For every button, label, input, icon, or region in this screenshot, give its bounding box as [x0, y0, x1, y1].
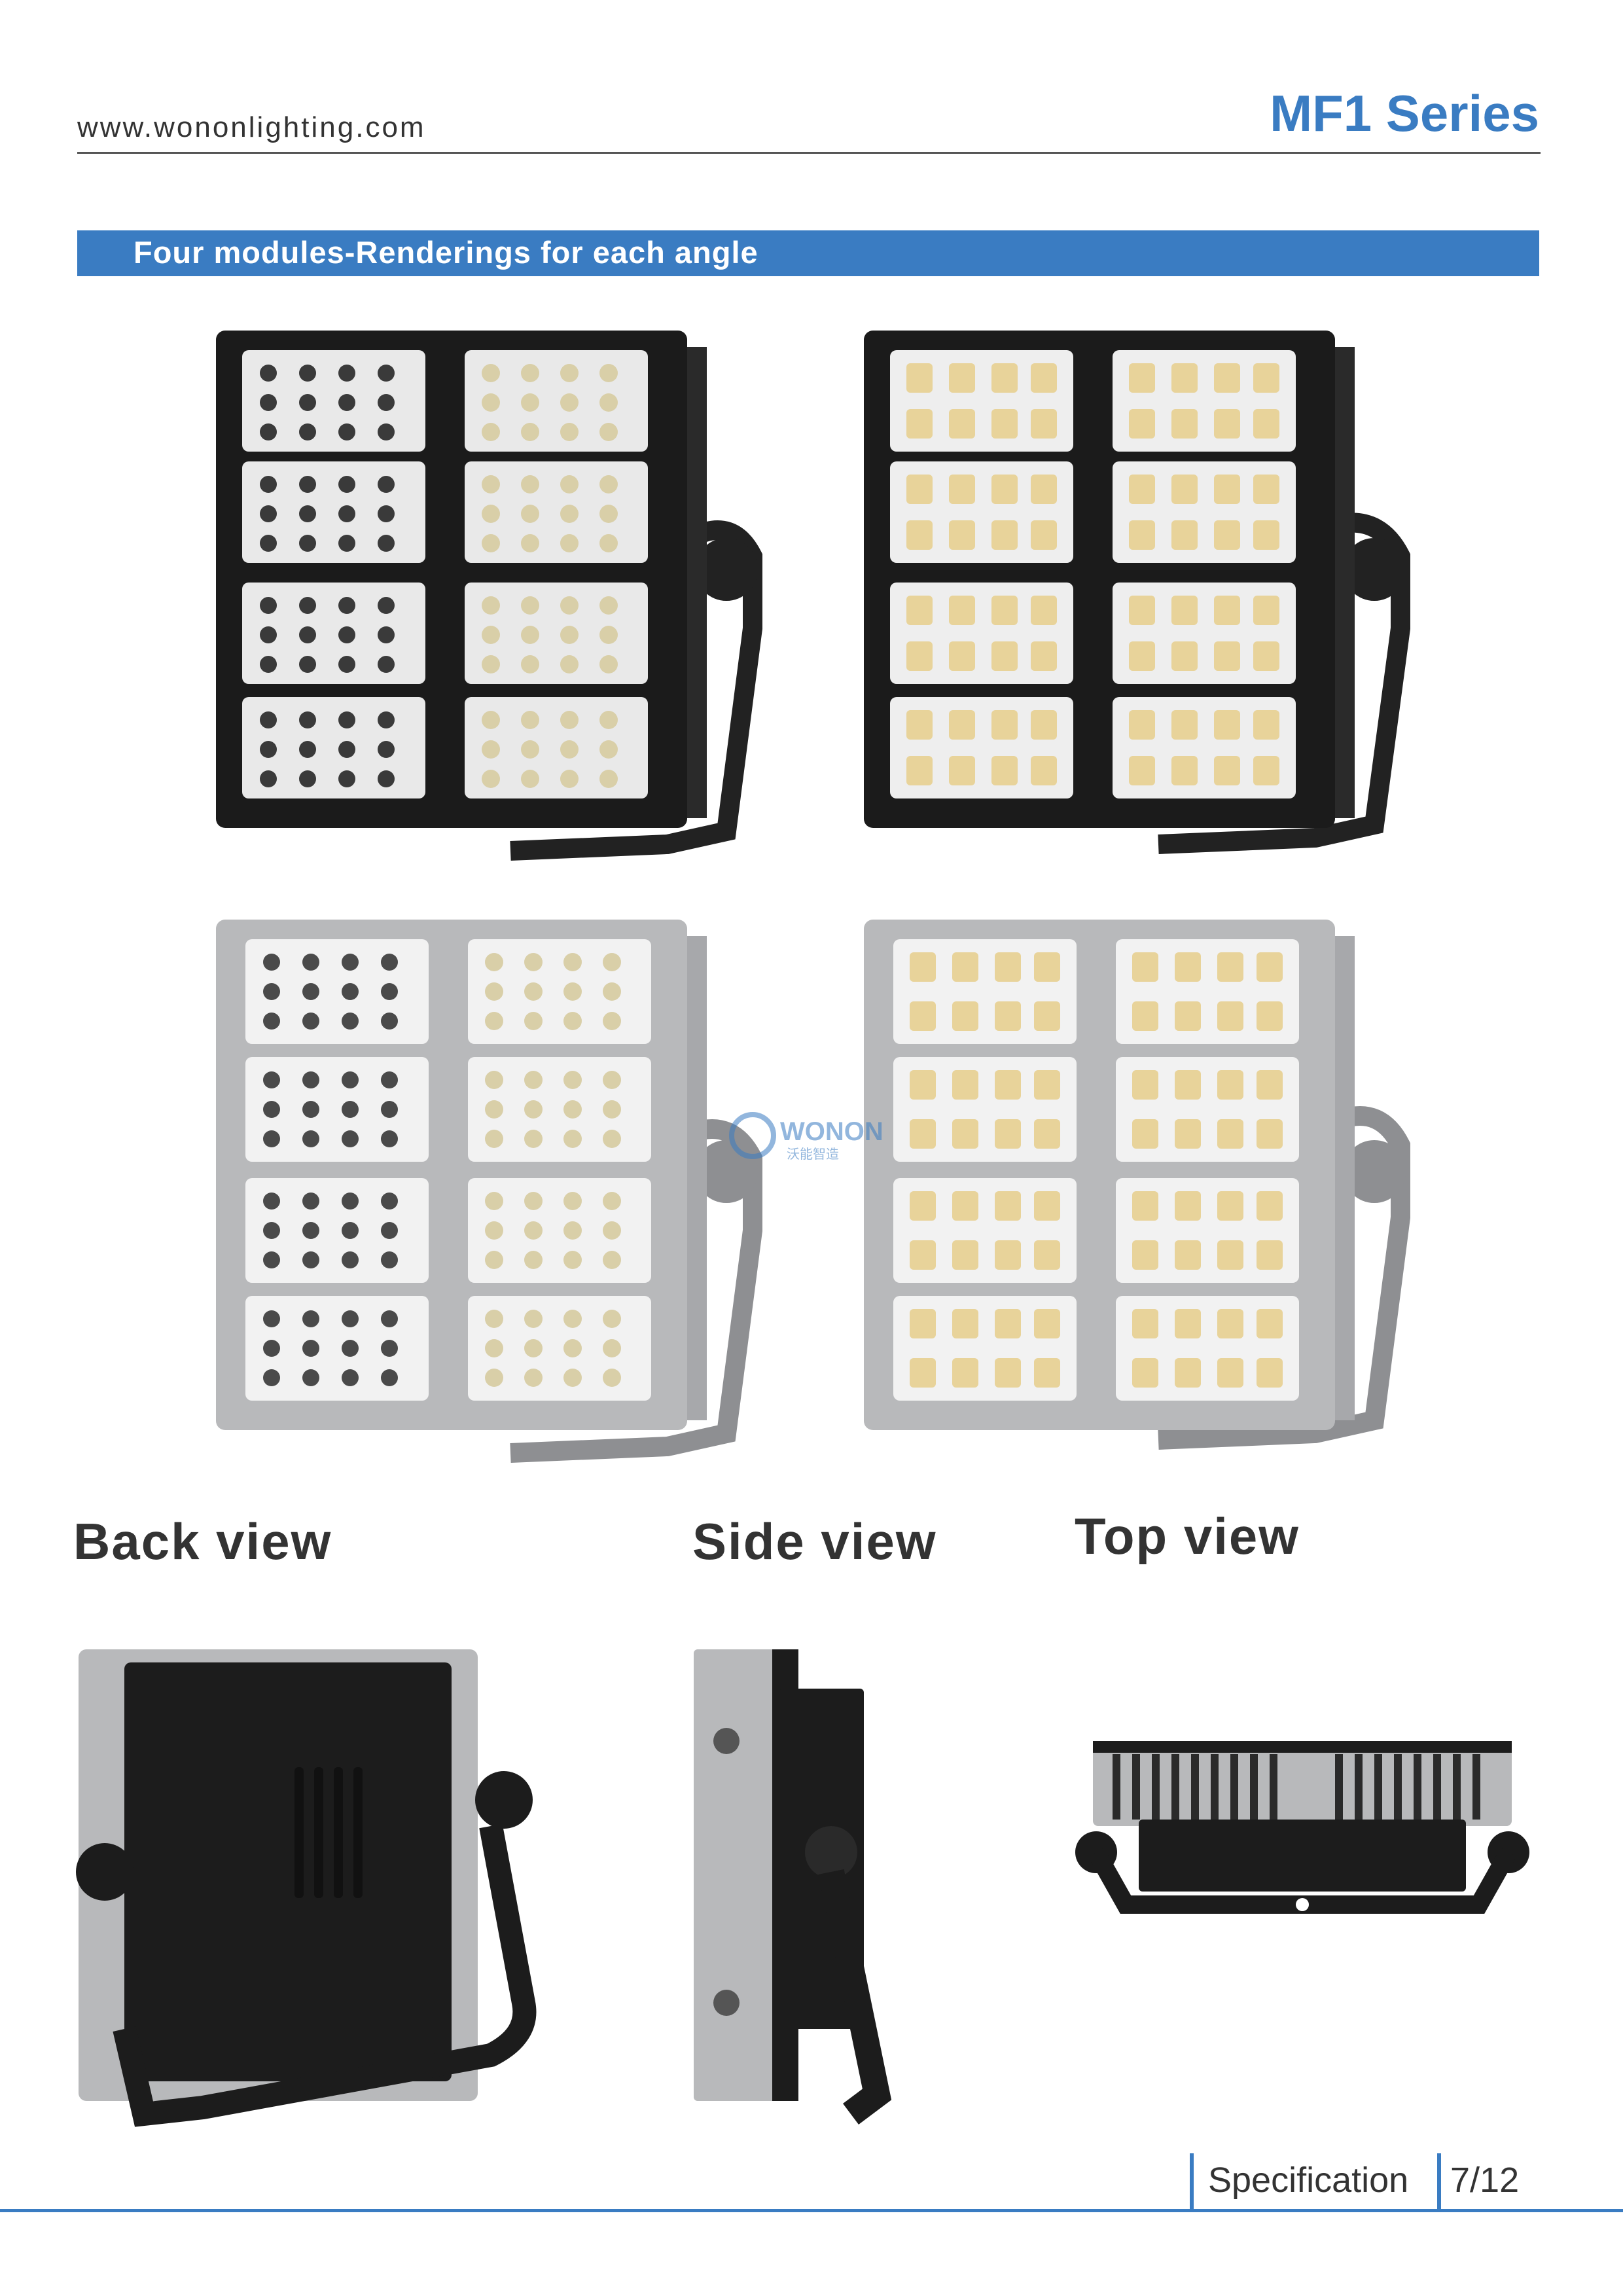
render-side-view: [694, 1649, 892, 2125]
series-title: MF1 Series: [1270, 84, 1539, 142]
wonon-watermark-logo: WONON 沃能智造: [729, 1112, 883, 1162]
back-view-label: Back view: [73, 1513, 332, 1570]
footer-separator-left: [1190, 2153, 1194, 2212]
section-title: Four modules-Renderings for each angle: [134, 235, 758, 270]
render-black-lens: [216, 331, 762, 861]
side-view-label: Side view: [692, 1513, 937, 1570]
footer-divider: [0, 2209, 1623, 2212]
header-divider: [77, 152, 1541, 154]
page-number: 7/12: [1450, 2161, 1520, 2200]
render-silver-chip: [864, 920, 1410, 1450]
render-top-view: [1075, 1741, 1529, 1914]
footer-label: Specification: [1208, 2161, 1409, 2200]
render-silver-lens: [216, 920, 762, 1463]
section-bar: [77, 230, 1539, 276]
render-black-chip: [864, 331, 1410, 854]
watermark-subtext: 沃能智造: [787, 1146, 839, 1162]
website-url: www.wononlighting.com: [77, 111, 426, 143]
watermark-text: WONON: [780, 1117, 883, 1146]
top-view-label: Top view: [1075, 1507, 1300, 1565]
footer-separator-right: [1437, 2153, 1441, 2212]
render-back-view: [76, 1649, 537, 2127]
